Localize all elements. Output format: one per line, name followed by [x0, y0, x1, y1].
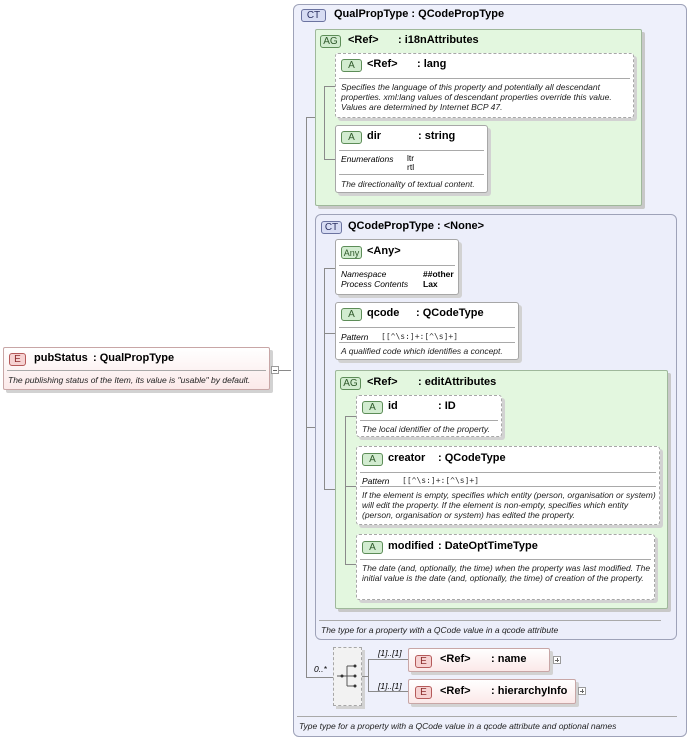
- name-ref: <Ref>: [440, 653, 471, 665]
- modified-name: modified: [388, 540, 434, 552]
- creator-doc: If the element is empty, specifies which…: [362, 490, 656, 520]
- dir-doc: The directionality of textual content.: [341, 179, 475, 189]
- dir-enum-label: Enumerations: [341, 154, 394, 164]
- name-cardinality: [1]..[1]: [378, 648, 402, 658]
- qcode-doc: A qualified code which identifies a conc…: [341, 346, 503, 356]
- lang-doc: Specifies the language of this property …: [341, 82, 612, 112]
- pubstatus-type: : QualPropType: [93, 352, 175, 364]
- expand-hierarchyinfo-icon[interactable]: [578, 687, 586, 695]
- dir-attribute: A dir : string Enumerations ltr rtl The …: [335, 125, 488, 193]
- sequence-compositor[interactable]: [333, 647, 362, 706]
- edit-name: : editAttributes: [418, 376, 497, 388]
- hierarchyinfo-ref: <Ref>: [440, 685, 471, 697]
- edit-ref: <Ref>: [367, 376, 398, 388]
- element-badge: E: [415, 655, 432, 668]
- name-name: : name: [491, 653, 527, 665]
- attribute-group-badge: AG: [320, 35, 341, 48]
- complex-type-badge: CT: [301, 9, 326, 22]
- attribute-badge: A: [362, 453, 383, 466]
- element-badge: E: [415, 686, 432, 699]
- complex-type-badge: CT: [321, 221, 342, 234]
- creator-pattern-label: Pattern: [362, 476, 390, 486]
- any-pc-label: Process Contents: [341, 279, 409, 289]
- attribute-badge: A: [341, 131, 362, 144]
- creator-pattern-value: [[^\s:]+:[^\s]+]: [402, 476, 480, 485]
- i18n-ref: <Ref>: [348, 34, 379, 46]
- creator-type: : QCodeType: [438, 452, 506, 464]
- pubstatus-doc: The publishing status of the Item, its v…: [8, 375, 251, 385]
- i18n-name: : i18nAttributes: [398, 34, 479, 46]
- creator-attribute: A creator : QCodeType Pattern [[^\s:]+:[…: [356, 446, 660, 525]
- dir-enum-rtl: rtl: [407, 162, 415, 172]
- lang-ref: <Ref>: [367, 58, 398, 70]
- name-element[interactable]: E <Ref> : name: [408, 648, 550, 672]
- attribute-badge: A: [362, 401, 383, 414]
- id-doc: The local identifier of the property.: [362, 424, 490, 434]
- modified-doc: The date (and, optionally, the time) whe…: [362, 563, 651, 583]
- modified-type: : DateOptTimeType: [438, 540, 538, 552]
- qcode-name: qcode: [367, 307, 400, 319]
- modified-attribute: A modified : DateOptTimeType The date (a…: [356, 534, 655, 600]
- attribute-badge: A: [362, 541, 383, 554]
- sequence-icon: [337, 664, 357, 688]
- qcode-type: : QCodeType: [416, 307, 484, 319]
- attribute-badge: A: [341, 59, 362, 72]
- hierarchyinfo-name: : hierarchyInfo: [491, 685, 568, 697]
- hierarchyinfo-cardinality: [1]..[1]: [378, 681, 402, 691]
- id-name: id: [388, 400, 398, 412]
- qualproptype-title: QualPropType : QCodePropType: [334, 8, 505, 20]
- qcode-attribute: A qcode : QCodeType Pattern [[^\s:]+:[^\…: [335, 302, 519, 360]
- any-pc-value: Lax: [423, 279, 438, 289]
- id-type: : ID: [438, 400, 456, 412]
- dir-type: : string: [418, 130, 456, 142]
- hierarchyinfo-element[interactable]: E <Ref> : hierarchyInfo: [408, 679, 576, 704]
- qualproptype-doc: Type type for a property with a QCode va…: [299, 721, 617, 731]
- qcodeproptype-title: QCodePropType : <None>: [348, 220, 485, 232]
- dir-name: dir: [367, 130, 382, 142]
- pubstatus-element[interactable]: E pubStatus : QualPropType The publishin…: [3, 347, 270, 390]
- qcode-pattern-label: Pattern: [341, 332, 369, 342]
- any-ns-label: Namespace: [341, 269, 387, 279]
- collapse-toggle[interactable]: [271, 366, 279, 374]
- any-name: <Any>: [367, 245, 401, 257]
- any-wildcard: Any <Any> Namespace ##other Process Cont…: [335, 239, 459, 295]
- element-badge: E: [9, 353, 26, 366]
- expand-name-icon[interactable]: [553, 656, 561, 664]
- qcode-pattern-value: [[^\s:]+:[^\s]+]: [381, 332, 459, 341]
- any-badge: Any: [341, 246, 362, 259]
- dir-enum-ltr: ltr: [407, 153, 415, 163]
- lang-name: : lang: [417, 58, 447, 70]
- id-attribute: A id : ID The local identifier of the pr…: [356, 395, 502, 437]
- sequence-cardinality: 0..*: [314, 664, 327, 674]
- creator-name: creator: [388, 452, 426, 464]
- attribute-badge: A: [341, 308, 362, 321]
- qcodeproptype-doc: The type for a property with a QCode val…: [321, 625, 559, 635]
- attribute-group-badge: AG: [340, 377, 361, 390]
- any-ns-value: ##other: [423, 269, 454, 279]
- pubstatus-name: pubStatus: [34, 352, 88, 364]
- lang-attribute: A <Ref> : lang Specifies the language of…: [335, 53, 634, 118]
